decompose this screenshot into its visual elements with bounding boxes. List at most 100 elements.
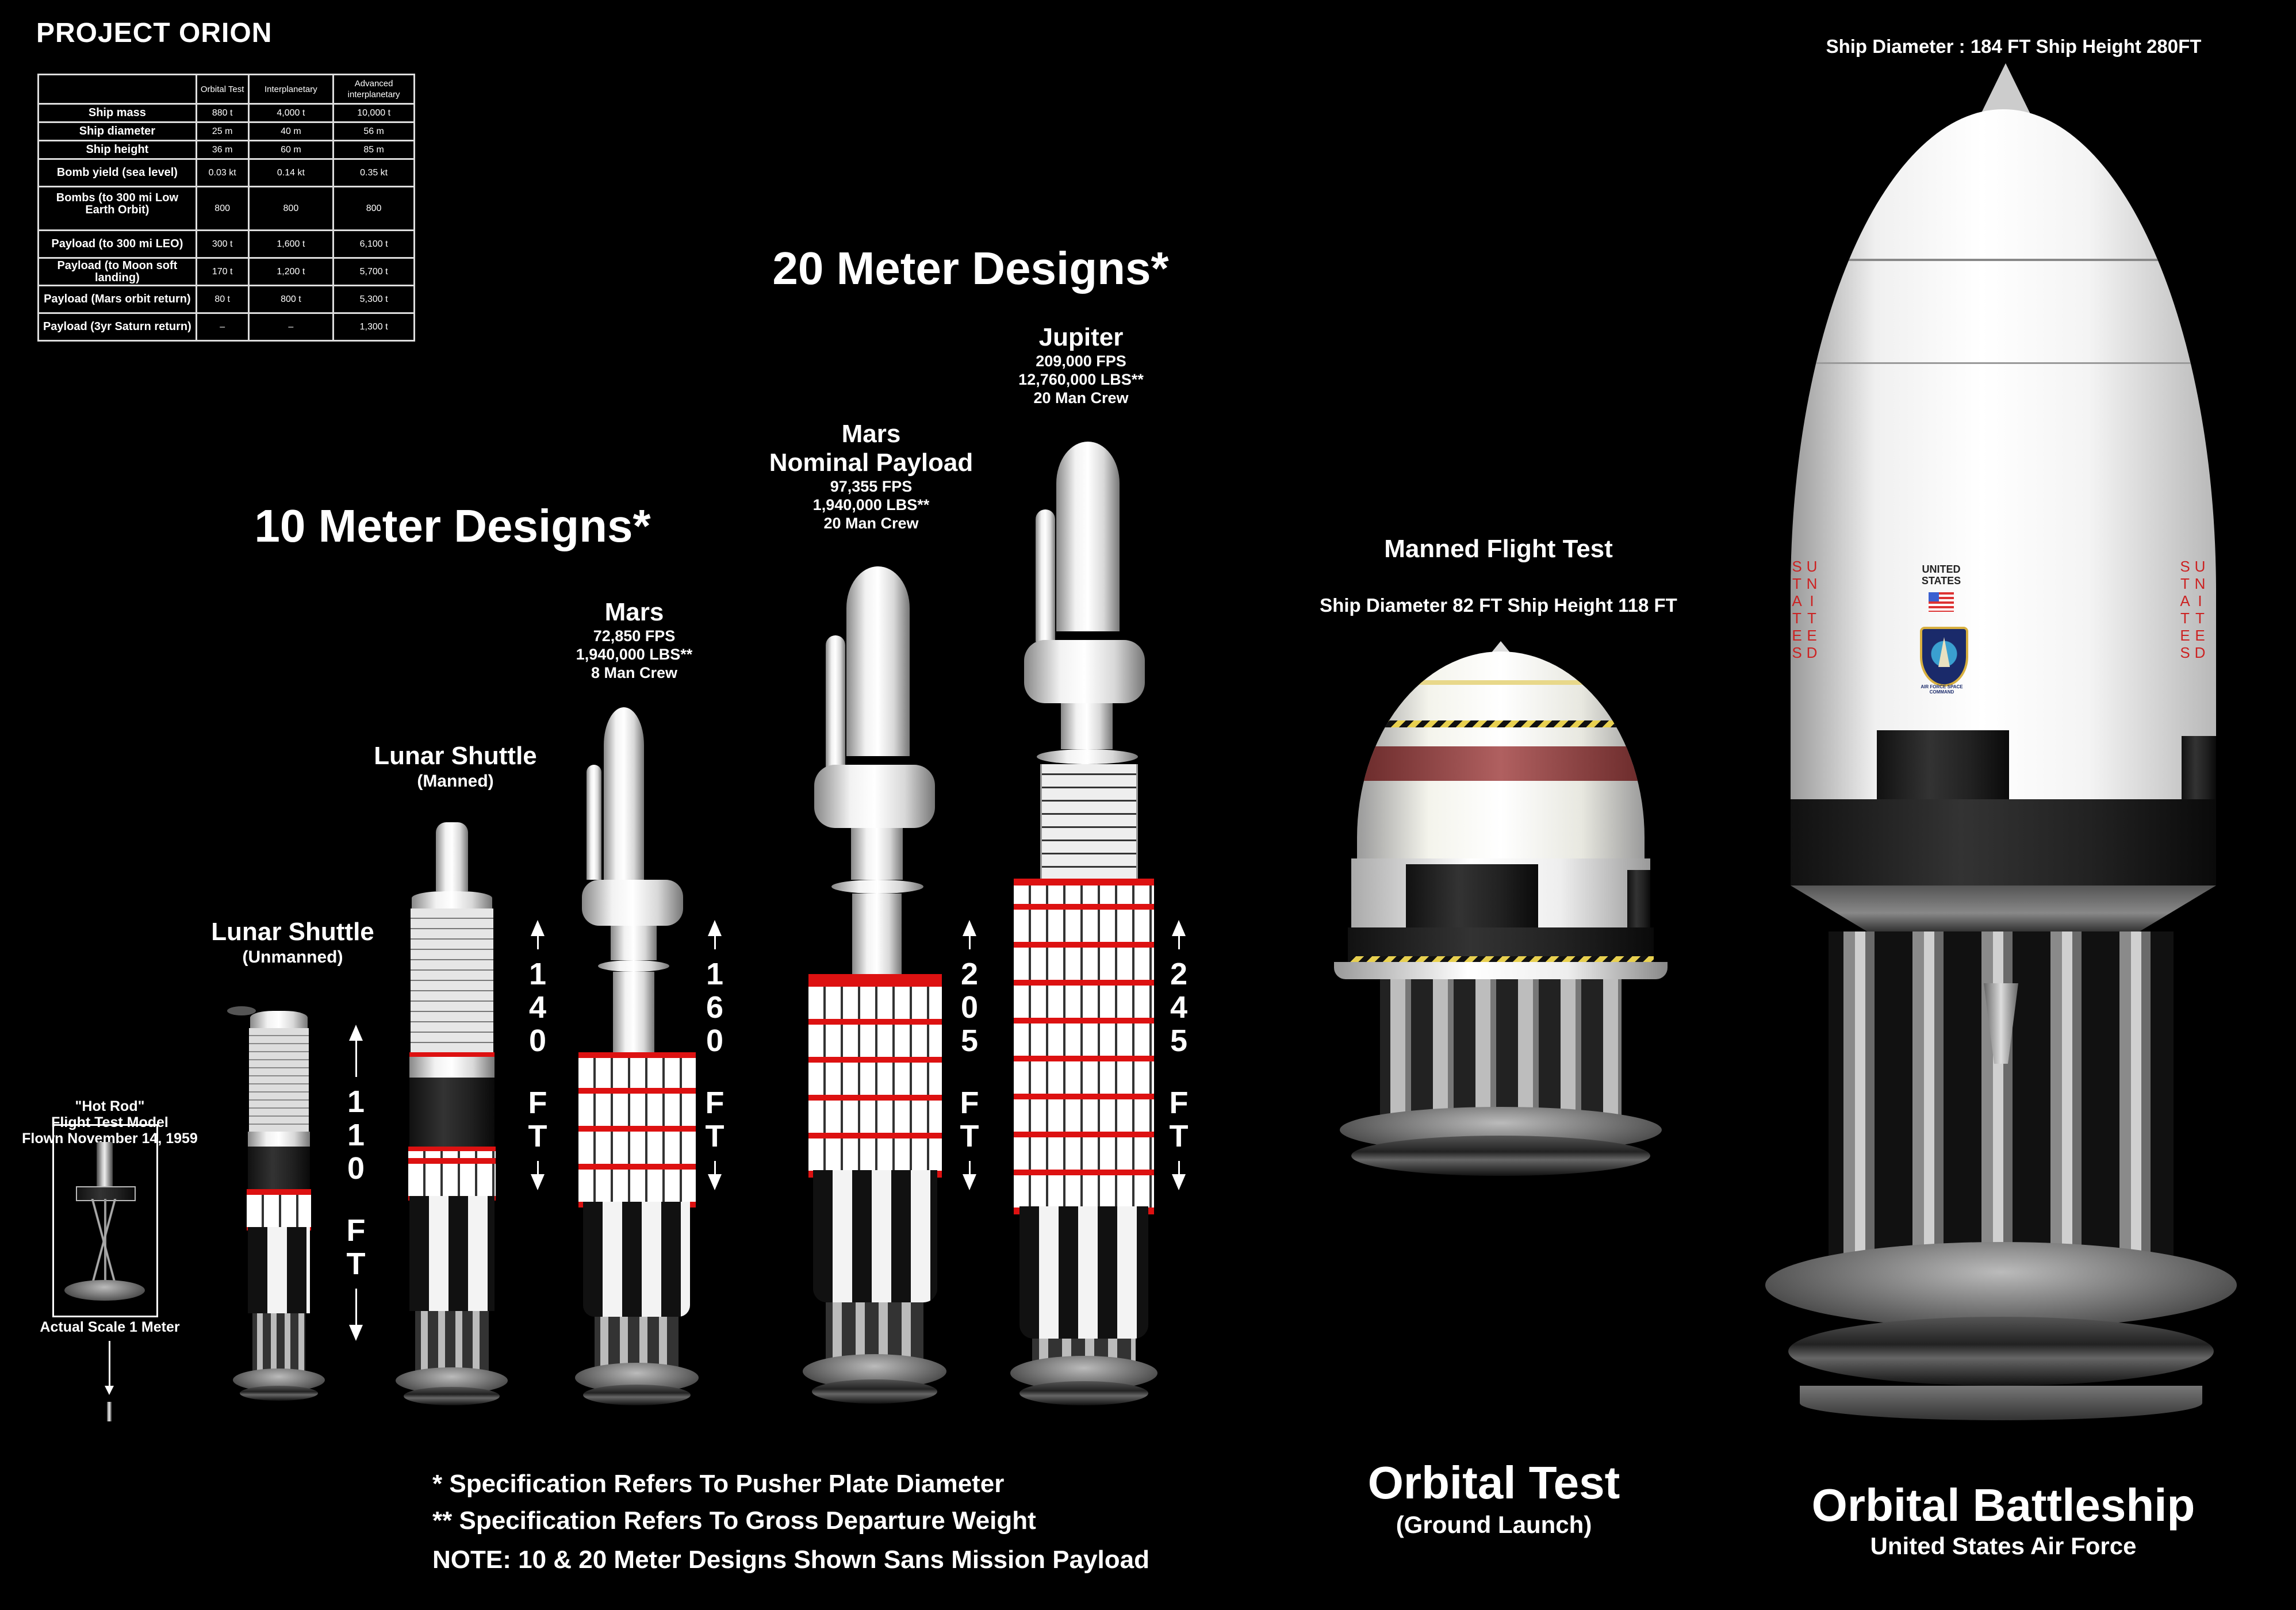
black-panel: [1627, 870, 1650, 927]
arrow-up-icon: [708, 920, 722, 936]
lunar-manned-sub: (Manned): [417, 772, 494, 791]
lunar-unmanned-label: Lunar Shuttle (Unmanned): [211, 918, 374, 968]
pusher-plate-ring: [583, 1385, 691, 1405]
pulse-unit-magazine: [808, 974, 942, 1178]
mars-10m-name: Mars: [604, 598, 664, 626]
jupiter-weight: 12,760,000 LBS**: [1018, 371, 1144, 388]
row-label: Bombs (to 300 mi Low Earth Orbit): [37, 186, 197, 231]
pulse-unit-magazine: [1014, 879, 1154, 1214]
lunar-manned-label: Lunar Shuttle (Manned): [374, 742, 537, 792]
hot-rod-plate: [64, 1280, 145, 1301]
cell: –: [195, 312, 250, 342]
us-flag-icon: [1929, 592, 1954, 612]
cell: 170 t: [195, 257, 250, 286]
table-row: Payload (3yr Saturn return) – – 1,300 t: [37, 312, 415, 342]
lunar-unmanned-name: Lunar Shuttle: [211, 918, 374, 946]
arrow-down-icon: [1172, 1174, 1186, 1190]
marker-line: [536, 936, 539, 949]
cell: 1,300 t: [332, 312, 415, 342]
red-band: [409, 1052, 495, 1057]
mars-20m-name: Mars: [841, 420, 901, 448]
digit: 2: [1170, 957, 1188, 991]
mars-20m-weight: 1,940,000 LBS**: [812, 496, 930, 513]
footnote-pusher-plate: * Specification Refers To Pusher Plate D…: [432, 1470, 1005, 1498]
height-value: 2 4 5 F T: [1170, 949, 1189, 1161]
band: [248, 1132, 310, 1147]
orbital-test-sub: (Ground Launch): [1396, 1511, 1592, 1538]
height-value: 1 4 0 F T: [528, 949, 547, 1161]
plate-base: [1800, 1386, 2202, 1420]
unit: T: [528, 1119, 547, 1153]
mars-20m-label: Mars Nominal Payload 97,355 FPS 1,940,00…: [769, 420, 973, 532]
pusher-plate: [1765, 1242, 2237, 1328]
payload-capsule: [604, 707, 644, 880]
mars-10m-label: Mars 72,850 FPS 1,940,000 LBS** 8 Man Cr…: [576, 598, 693, 682]
row-label: Payload (3yr Saturn return): [37, 312, 197, 342]
gap: [1170, 1057, 1189, 1086]
skirt: [1334, 962, 1668, 979]
orbital-test-name: Orbital Test: [1367, 1457, 1620, 1508]
unit: F: [705, 1086, 725, 1120]
footnote-departure-weight: ** Specification Refers To Gross Departu…: [432, 1506, 1036, 1535]
lunar-unmanned-sub: (Unmanned): [242, 948, 343, 967]
mars-10m-weight: 1,940,000 LBS**: [576, 646, 693, 663]
hot-rod-label: "Hot Rod" Flight Test Model Flown Novemb…: [22, 1098, 198, 1147]
table-row: Ship diameter 25 m 40 m 56 m: [37, 121, 415, 141]
spine: [852, 894, 902, 974]
height-marker-110: 1 1 0 F T: [339, 1025, 373, 1341]
striped-hull: [1019, 1206, 1148, 1339]
booster: [1036, 509, 1055, 642]
hot-rod-line2: Flight Test Model: [51, 1114, 168, 1130]
unit: F: [1169, 1086, 1189, 1120]
marker-line: [968, 1161, 971, 1174]
hot-rod-legs: [79, 1199, 131, 1284]
lunar-manned-name: Lunar Shuttle: [374, 742, 537, 770]
cell: 60 m: [247, 140, 335, 160]
mars-10m-speed: 72,850 FPS: [593, 627, 676, 645]
digit: 1: [347, 1084, 365, 1119]
table-header-advanced: Advanced interplanetary: [332, 74, 415, 105]
ring: [598, 960, 669, 972]
decal-united-states: UNITED STATES: [1921, 564, 1961, 586]
emblem-text: AIR FORCE SPACE COMMAND: [1921, 684, 1963, 695]
black-panel: [1877, 730, 2009, 799]
marker-line: [1178, 1161, 1180, 1174]
maroon-band: [1357, 746, 1645, 781]
unit: T: [346, 1247, 366, 1281]
capsule-top: [250, 1011, 308, 1028]
jupiter-name: Jupiter: [1038, 323, 1124, 351]
jupiter-label: Jupiter 209,000 FPS 12,760,000 LBS** 20 …: [1018, 323, 1144, 407]
shock-absorbers: [252, 1313, 305, 1377]
hull-text-left: UNITED STATES: [1791, 558, 1820, 661]
digit: 1: [347, 1118, 365, 1152]
table-row: Bomb yield (sea level) 0.03 kt 0.14 kt 0…: [37, 158, 415, 187]
arrow-up-icon: [531, 920, 545, 936]
arrow-down-icon: [531, 1174, 545, 1190]
dark-section: [409, 1078, 495, 1147]
band: [409, 1057, 495, 1078]
digit: 0: [706, 1023, 724, 1058]
hot-rod-pointer-line: [109, 1341, 110, 1387]
unit: T: [1169, 1119, 1189, 1153]
arrow-down-icon: [349, 1325, 363, 1341]
jupiter-crew: 20 Man Crew: [1033, 389, 1129, 407]
jupiter-ship: [1010, 442, 1157, 1414]
digit: 0: [528, 1023, 547, 1058]
payload-capsule: [1056, 442, 1120, 631]
pulse-unit-magazine: [578, 1052, 696, 1208]
black-panel: [1406, 864, 1538, 927]
arrow-up-icon: [1172, 920, 1186, 936]
row-label: Payload (Mars orbit return): [37, 285, 197, 314]
mars-20m-crew: 20 Man Crew: [823, 515, 919, 532]
mars-10m-ship: [575, 707, 699, 1414]
heading-10-meter: 10 Meter Designs*: [254, 500, 651, 551]
table-header-interplanetary: Interplanetary: [247, 74, 335, 105]
pulse-unit-magazine: [408, 1147, 496, 1201]
height-value: 2 0 5 F T: [960, 949, 979, 1161]
striped-hull: [813, 1170, 937, 1302]
cell: 6,100 t: [332, 229, 415, 259]
mars-20m-name2: Nominal Payload: [769, 448, 973, 477]
cell: 1,600 t: [247, 229, 335, 259]
unit: T: [960, 1119, 979, 1153]
table-row: Payload (to 300 mi LEO) 300 t 1,600 t 6,…: [37, 229, 415, 259]
